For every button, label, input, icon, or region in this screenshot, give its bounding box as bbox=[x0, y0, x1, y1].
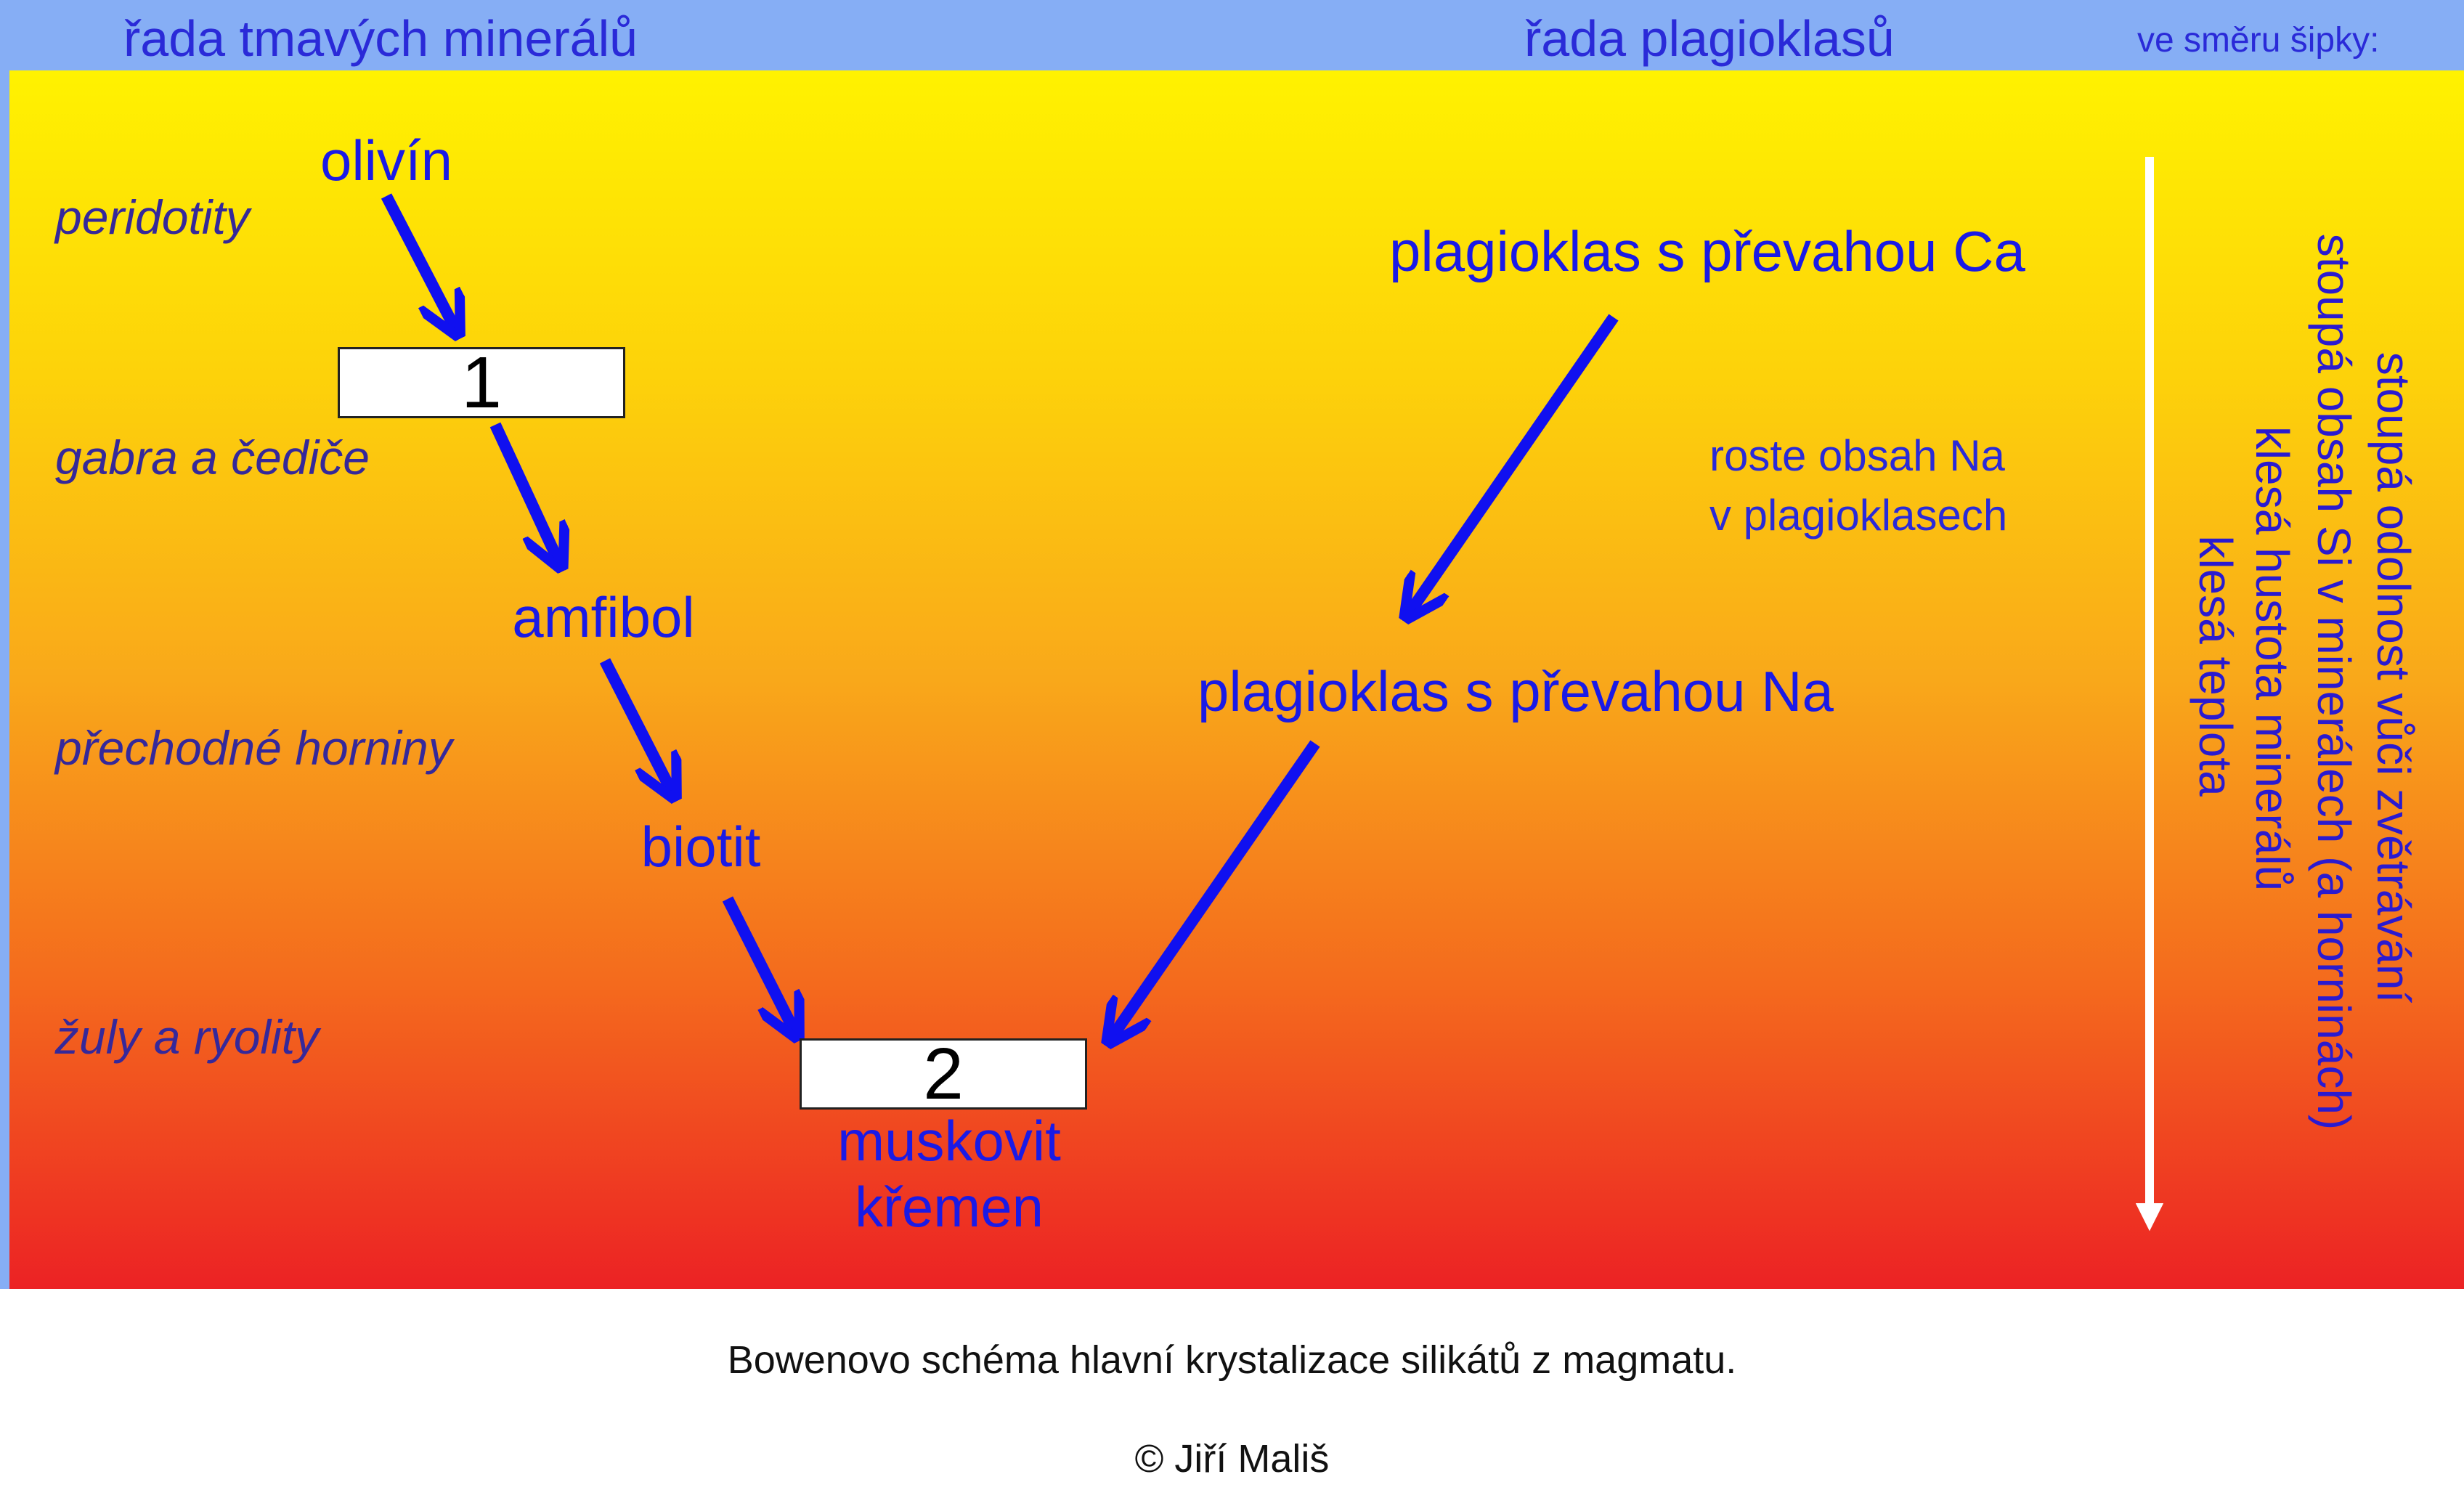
rock-prechodne: přechodné horniny bbox=[55, 721, 452, 775]
plagioclase-ca: plagioklas s převahou Ca bbox=[1389, 219, 2025, 283]
na-note-line1: roste obsah Na bbox=[1709, 431, 2005, 480]
mineral-muskovit: muskovit bbox=[837, 1109, 1061, 1173]
blank-box-2[interactable]: 2 bbox=[800, 1033, 1087, 1115]
caption: Bowenovo schéma hlavní krystalizace sili… bbox=[727, 1338, 1737, 1382]
mineral-biotit: biotit bbox=[641, 815, 761, 879]
copyright: © Jiří Mališ bbox=[1134, 1437, 1330, 1481]
arrow-olivin-to-1 bbox=[381, 193, 456, 330]
left-strip bbox=[0, 70, 9, 1289]
arrow-amfibol-to-biotit bbox=[599, 658, 672, 793]
arrow-biotit-to-2 bbox=[722, 896, 795, 1033]
trend-density: klesá hustota minerálů bbox=[2246, 426, 2298, 892]
mineral-olivin: olivín bbox=[320, 129, 453, 192]
header-dark-series: řada tmavých minerálů bbox=[123, 10, 638, 67]
header-plagioclase-series: řada plagioklasů bbox=[1524, 10, 1895, 67]
arrow-ca-to-na bbox=[1409, 314, 1619, 614]
rock-zuly: žuly a ryolity bbox=[55, 1010, 320, 1064]
rock-gabra: gabra a čediče bbox=[55, 431, 370, 484]
trend-weathering: stoupá odolnost vůči zvětrávání bbox=[2367, 351, 2420, 1004]
rock-peridotity: peridotity bbox=[55, 190, 250, 244]
arrow-na-to-2 bbox=[1111, 740, 1320, 1038]
arrow-1-to-amfibol bbox=[489, 422, 559, 563]
mineral-amfibol: amfibol bbox=[512, 585, 695, 649]
header-band bbox=[0, 0, 2464, 70]
plagioclase-na: plagioklas s převahou Na bbox=[1198, 659, 1834, 723]
trend-silica: stoupá obsah Si v minerálech (a horninác… bbox=[2308, 233, 2360, 1131]
mineral-kremen: křemen bbox=[854, 1175, 1044, 1239]
temperature-gradient-background bbox=[9, 70, 2464, 1289]
na-note-line2: v plagioklasech bbox=[1709, 491, 2008, 540]
trend-temperature: klesá teplota bbox=[2189, 535, 2242, 797]
blank-box-1[interactable]: 1 bbox=[338, 342, 625, 423]
header-arrow-direction: ve směru šipky: bbox=[2137, 21, 2380, 60]
